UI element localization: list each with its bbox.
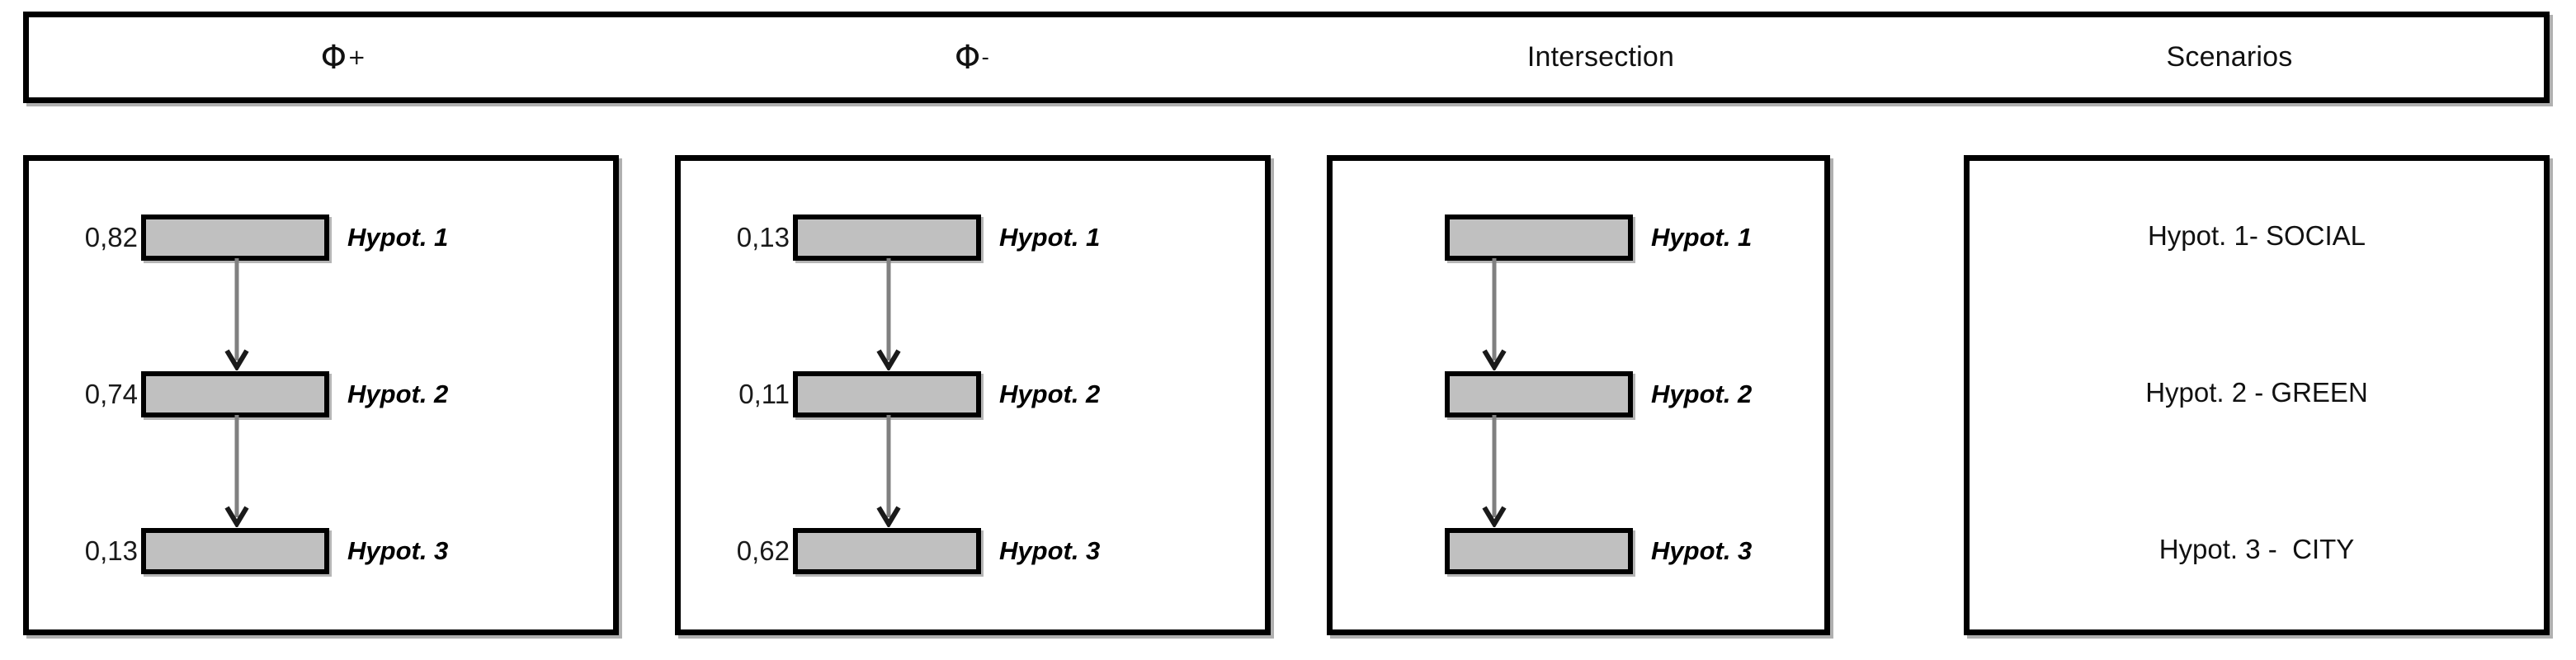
header-cell-scenarios: Scenarios <box>2166 41 2293 73</box>
header-cell-phi-plus: Φ+ <box>29 17 658 97</box>
node-box <box>1445 371 1633 417</box>
node-box <box>141 214 329 261</box>
node-box <box>793 371 981 417</box>
header-cell-phi-minus: Φ- <box>658 17 1286 97</box>
panel-scenarios: Hypot. 1- SOCIAL Hypot. 2 - GREEN Hypot.… <box>1964 155 2550 635</box>
node-label: Hypot. 3 <box>347 536 449 565</box>
phi-symbol: Φ <box>954 38 981 77</box>
panel-phi-plus: 0,82 Hypot. 1 0,74 Hypot. 2 0,13 Hypot. … <box>23 155 619 635</box>
scenario-item: Hypot. 2 - GREEN <box>2145 377 2368 408</box>
node-label: Hypot. 1 <box>347 223 449 252</box>
node-box <box>1445 214 1633 261</box>
scenario-item: Hypot. 3 - CITY <box>2158 534 2355 564</box>
flow-row: 0,74 Hypot. 2 <box>29 369 613 420</box>
flow-row: Hypot. 3 <box>1333 526 1824 577</box>
flow-diagram-phi-plus: 0,82 Hypot. 1 0,74 Hypot. 2 0,13 Hypot. … <box>29 161 613 629</box>
column-header-bar: Φ+ Φ- Intersection Scenarios <box>23 12 2550 103</box>
flow-row: 0,62 Hypot. 3 <box>681 526 1265 577</box>
node-value: 0,62 <box>736 535 790 566</box>
node-label: Hypot. 3 <box>1651 536 1753 565</box>
arrow-down-icon <box>224 258 249 370</box>
node-box <box>793 528 981 574</box>
node-value: 0,11 <box>738 379 790 409</box>
node-value: 0,13 <box>736 222 790 252</box>
panel-phi-minus: 0,13 Hypot. 1 0,11 Hypot. 2 0,62 Hypot. … <box>675 155 1271 635</box>
panels-row: 0,82 Hypot. 1 0,74 Hypot. 2 0,13 Hypot. … <box>23 155 2550 635</box>
flow-row: 0,13 Hypot. 1 <box>681 212 1265 263</box>
scenario-list: Hypot. 1- SOCIAL Hypot. 2 - GREEN Hypot.… <box>1970 161 2544 629</box>
phi-minus-superscript: - <box>981 45 990 70</box>
node-label: Hypot. 2 <box>1651 380 1753 408</box>
arrow-down-icon <box>224 415 249 527</box>
flow-row: 0,82 Hypot. 1 <box>29 212 613 263</box>
phi-plus-superscript: + <box>347 45 366 70</box>
node-value: 0,74 <box>84 379 138 409</box>
node-box <box>793 214 981 261</box>
panel-intersection: Hypot. 1 Hypot. 2 Hypot. 3 <box>1327 155 1830 635</box>
header-cell-intersection: Intersection <box>1526 41 1675 73</box>
node-label: Hypot. 3 <box>999 536 1101 565</box>
node-label: Hypot. 2 <box>999 380 1101 408</box>
node-value: 0,82 <box>84 222 138 252</box>
flow-diagram-phi-minus: 0,13 Hypot. 1 0,11 Hypot. 2 0,62 Hypot. … <box>681 161 1265 629</box>
node-box <box>141 371 329 417</box>
flow-row: Hypot. 1 <box>1333 212 1824 263</box>
node-label: Hypot. 2 <box>347 380 449 408</box>
flow-row: Hypot. 2 <box>1333 369 1824 420</box>
arrow-down-icon <box>876 258 901 370</box>
phi-symbol: Φ <box>320 38 347 77</box>
scenario-item: Hypot. 1- SOCIAL <box>2147 220 2366 251</box>
arrow-down-icon <box>1482 415 1507 527</box>
flow-row: 0,13 Hypot. 3 <box>29 526 613 577</box>
arrow-down-icon <box>876 415 901 527</box>
flow-row: 0,11 Hypot. 2 <box>681 369 1265 420</box>
node-value: 0,13 <box>84 535 138 566</box>
flow-diagram-intersection: Hypot. 1 Hypot. 2 Hypot. 3 <box>1333 161 1824 629</box>
node-box <box>1445 528 1633 574</box>
arrow-down-icon <box>1482 258 1507 370</box>
node-label: Hypot. 1 <box>999 223 1101 252</box>
node-box <box>141 528 329 574</box>
node-label: Hypot. 1 <box>1651 223 1753 252</box>
